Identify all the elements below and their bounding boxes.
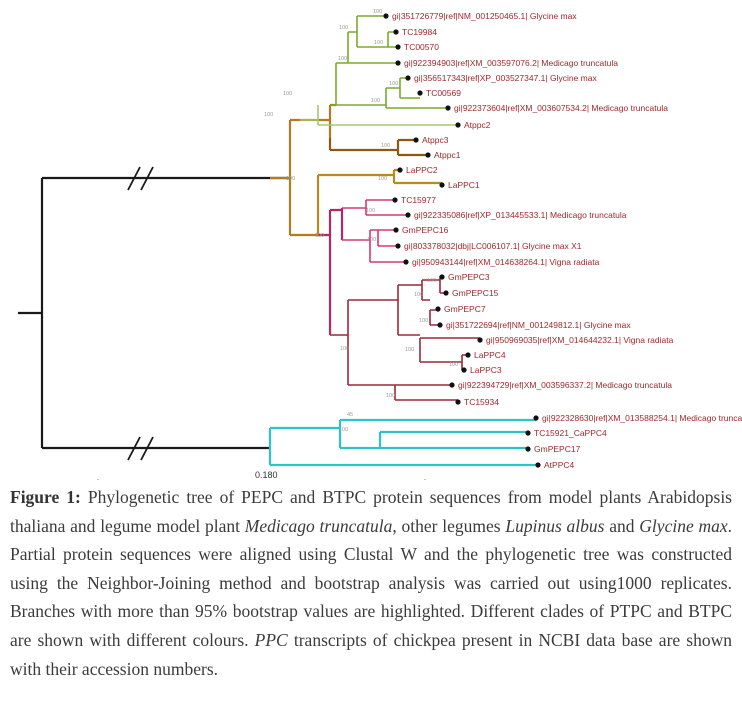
leaf-label: Atppc3 [422, 135, 449, 145]
leaf-label: GmPEPC7 [444, 304, 486, 314]
leaf-label: gi|922328630|ref|XM_013588254.1| Medicag… [542, 413, 742, 423]
leaf-label: gi|950943144|ref|XM_014638264.1| Vigna r… [412, 257, 600, 267]
bootstrap-value: 100 [339, 427, 348, 433]
figure-label: Figure 1: [10, 487, 81, 507]
bootstrap-value: 100 [338, 56, 347, 62]
leaf-label: TC15934 [464, 397, 499, 407]
bootstrap-value: 100 [449, 362, 458, 368]
leaf-label: LaPPC2 [406, 165, 438, 175]
bootstrap-value: 100 [315, 233, 324, 239]
phylogenetic-tree: gi|351726779|ref|NM_001250465.1| Glycine… [18, 9, 742, 480]
leaf-label: gi|922394903|ref|XM_003597076.2| Medicag… [404, 58, 618, 68]
scale-bar-label: 0.180 [255, 470, 278, 480]
leaf-label: TC19984 [402, 27, 437, 37]
leaf-labels: gi|351726779|ref|NM_001250465.1| Glycine… [392, 11, 742, 470]
atppc-clade [328, 138, 428, 157]
leaf-label: gi|922373604|ref|XM_003607534.2| Medicag… [454, 103, 668, 113]
bootstrap-value: 100 [371, 98, 380, 104]
leaf-label: GmPEPC15 [452, 288, 499, 298]
leaf-label: gi|950969035|ref|XM_014644232.1| Vigna r… [486, 335, 674, 345]
bootstrap-value: 100 [427, 278, 436, 284]
break-mark-ptpc [127, 166, 154, 191]
bootstrap-value: 45 [347, 412, 353, 418]
break-mark-btpc [127, 436, 154, 461]
root-branches [18, 176, 290, 450]
leaf-label: gi|351726779|ref|NM_001250465.1| Glycine… [392, 11, 577, 21]
bootstrap-value: 100 [283, 91, 292, 97]
leaf-label: gi|803378032|dbj|LC006107.1| Glycine max… [404, 241, 582, 251]
figure-caption: Figure 1: Phylogenetic tree of PEPC and … [10, 483, 732, 683]
caption-text: , other legumes [392, 515, 506, 536]
leaf-label: gi|922335086|ref|XP_013445533.1| Medicag… [414, 210, 627, 220]
bootstrap-value: 100 [339, 25, 348, 31]
bootstrap-value: 100 [373, 9, 382, 15]
btpc-clade [268, 418, 538, 467]
leaf-label: Atppc2 [464, 120, 491, 130]
leaf-label: gi|351722694|ref|NM_001249812.1| Glycine… [446, 320, 631, 330]
atppc2-branch [300, 105, 458, 126]
legume-top-clade [330, 15, 448, 109]
caption-text: transcripts of chickpea present in NCBI … [10, 629, 732, 679]
bootstrap-value: 100 [264, 112, 273, 118]
leaf-label: LaPPC3 [470, 365, 502, 375]
leaf-label: TC00569 [426, 88, 461, 98]
bootstrap-value: 100 [381, 143, 390, 149]
leaf-dots [383, 13, 541, 468]
bootstrap-value: 100 [414, 292, 423, 298]
bootstrap-value: 100 [389, 81, 398, 87]
leaf-label: AtPPC4 [544, 460, 575, 470]
bootstrap-value: 100 [367, 237, 376, 243]
pepc-stem [318, 208, 344, 335]
bootstrap-value: 100 [378, 176, 387, 182]
caption-gene: PPC [254, 629, 288, 650]
leaf-label: LaPPC4 [474, 350, 506, 360]
bootstrap-value: 100 [374, 40, 383, 46]
bootstrap-value: 100 [340, 346, 349, 352]
caption-text: Phylogenetic tree of PEPC and BTPC prote… [10, 487, 732, 536]
leaf-label: GmPEPC3 [448, 272, 490, 282]
leaf-label: TC15977 [401, 195, 436, 205]
bootstrap-value: 100 [386, 393, 395, 399]
bootstrap-values: 100 100 100 100 100 100 100 100 100 100 … [264, 9, 458, 433]
caption-species: Medicago truncatula [244, 515, 393, 536]
bootstrap-value: 100 [405, 347, 414, 353]
leaf-label: gi|922394729|ref|XM_003596337.2| Medicag… [458, 380, 672, 390]
bootstrap-value: 100 [419, 318, 428, 324]
gmpepc16-clade [342, 199, 408, 263]
leaf-label: gi|356517343|ref|XP_003527347.1| Glycine… [414, 73, 597, 83]
leaf-label: LaPPC1 [448, 180, 480, 190]
leaf-label: TC00570 [404, 42, 439, 52]
caption-species: Lupinus albus [505, 515, 605, 536]
leaf-label: TC15921_CaPPC4 [534, 428, 607, 438]
leaf-label: GmPEPC17 [534, 444, 581, 454]
leaf-label: Atppc1 [434, 150, 461, 160]
bootstrap-value: 100 [366, 208, 375, 214]
caption-text: and [604, 515, 640, 536]
caption-text: . Partial protein sequences were aligned… [10, 515, 733, 650]
caption-species: Glycine max [639, 515, 728, 536]
leaf-label: GmPEPC16 [402, 225, 449, 235]
lappc-clade [316, 168, 442, 235]
bootstrap-value: 100 [286, 176, 295, 182]
scale-bar: 0.180 [97, 470, 426, 480]
